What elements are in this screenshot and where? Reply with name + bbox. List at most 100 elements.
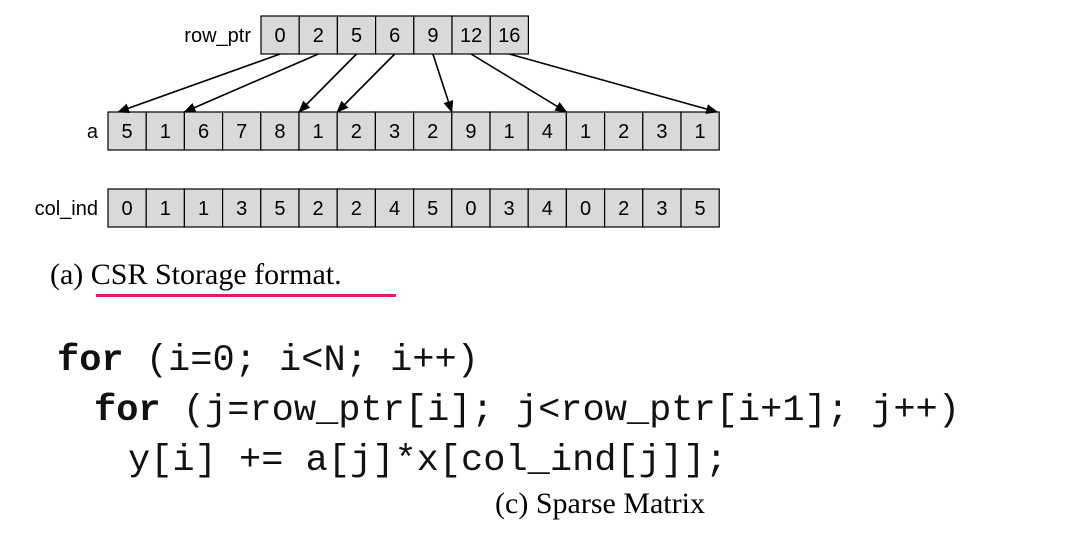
col-ind-cell-box [145,188,185,228]
col-ind-cell: 2 [298,188,338,228]
row-ptr-cell-value: 12 [460,25,482,47]
row-ptr-cell: 5 [336,15,377,55]
caption-csr-storage-format: (a) CSR Storage format. [50,258,342,291]
row-ptr-arrow [183,53,319,113]
a-cell-box [527,111,568,151]
a-cell: 1 [298,111,338,151]
col-ind-cell-value: 0 [122,198,133,220]
a-cell-value: 1 [695,121,706,143]
col-ind-cell: 0 [107,188,147,228]
col-ind-cell-box [298,188,338,228]
a-cell-box [298,111,338,151]
row-ptr-label: row_ptr [184,25,251,47]
col-ind-cell: 1 [145,188,185,228]
a-cell-value: 6 [198,121,209,143]
a-cell: 4 [527,111,568,151]
col-ind-cell-box [374,188,415,228]
a-cell-value: 3 [656,121,667,143]
col-ind-cell-box [680,188,720,228]
col-ind-cell-value: 2 [351,198,362,220]
a-cell-value: 8 [274,121,285,143]
a-cell-box [603,111,644,151]
col-ind-cell: 0 [565,188,606,228]
a-cell-box [260,111,300,151]
col-ind-cell-value: 4 [389,198,400,220]
row-ptr-cell-value: 2 [313,25,324,47]
col-ind-cell-value: 0 [465,198,476,220]
row-ptr-cell: 0 [260,15,300,55]
a-label: a [87,121,99,143]
row-ptr-cell-box [260,15,300,55]
caption-underline [96,294,396,297]
a-cell-box [642,111,682,151]
a-cell: 3 [642,111,682,151]
a-cell: 2 [413,111,453,151]
row-ptr-cell: 6 [375,15,415,55]
col-ind-cell-value: 5 [274,198,285,220]
caption-sparse-matrix: (c) Sparse Matrix [495,487,705,520]
col-ind-cell-value: 5 [427,198,438,220]
col-ind-cell-box [565,188,606,228]
code-line-1-rest: (i=0; i<N; i++) [123,340,479,382]
row-ptr-arrow [470,53,568,113]
code-line-2-keyword: for [94,390,161,432]
col-ind-cell: 3 [222,188,262,228]
a-cell: 9 [451,111,491,151]
a-cell-box [183,111,224,151]
a-cell: 1 [145,111,185,151]
col-ind-cell-box [527,188,568,228]
row-ptr-cell-value: 0 [275,25,286,47]
a-cell-value: 1 [160,121,171,143]
row-ptr-arrow [509,53,719,114]
code-line-2-rest: (j=row_ptr[i]; j<row_ptr[i+1]; j++) [160,390,960,432]
col-ind-cell-value: 2 [618,198,629,220]
row-ptr-cell: 16 [489,15,530,55]
a-cell-box [565,111,606,151]
row-ptr-cell-value: 5 [351,25,362,47]
a-cell-value: 3 [389,121,400,143]
a-cell-box [145,111,185,151]
row-ptr-cell-box [298,15,339,55]
code-line-1-keyword: for [57,340,124,382]
col-ind-cell-box [222,188,262,228]
row-ptr-cell-value: 6 [389,25,400,47]
a-cell: 1 [489,111,529,151]
a-cell: 8 [260,111,300,151]
col-ind-cell-box [260,188,300,228]
col-ind-cell: 4 [527,188,568,228]
row-ptr-cell: 9 [413,15,453,55]
col-ind-cell: 5 [680,188,720,228]
col-ind-cell: 1 [183,188,224,228]
col-ind-cell-value: 3 [236,198,247,220]
a-cell: 3 [374,111,415,151]
a-cell-box [413,111,453,151]
row-ptr-cell-value: 9 [427,25,438,47]
a-cell: 6 [183,111,224,151]
a-cell: 2 [603,111,644,151]
row-ptr-arrow [298,53,358,113]
col-ind-cell-value: 1 [160,198,171,220]
a-cell-value: 9 [465,121,476,143]
col-ind-cell-box [489,188,529,228]
a-cell-box [680,111,720,151]
a-cell-value: 1 [580,121,591,143]
a-cell-box [336,111,377,151]
code-line-3-text: y[i] += a[j]*x[col_ind[j]]; [128,440,728,482]
row-ptr-array: 0 2 5 6 9 12 16 [260,15,530,55]
row-ptr-cell: 12 [451,15,491,55]
col-ind-cell: 2 [603,188,644,228]
col-ind-cell: 3 [489,188,529,228]
col-ind-cell-value: 0 [580,198,591,220]
col-ind-cell-box [603,188,644,228]
a-cell: 2 [336,111,377,151]
row-ptr-arrow [432,53,454,113]
row-pointer-arrows [117,53,719,114]
spmv-code-block: for (i=0; i<N; i++)for (j=row_ptr[i]; j<… [57,336,960,486]
a-cell-value: 1 [504,121,515,143]
col-ind-cell-value: 4 [542,198,553,220]
col-ind-cell: 3 [642,188,682,228]
row-ptr-cell-box [451,15,491,55]
col-ind-cell: 4 [374,188,415,228]
